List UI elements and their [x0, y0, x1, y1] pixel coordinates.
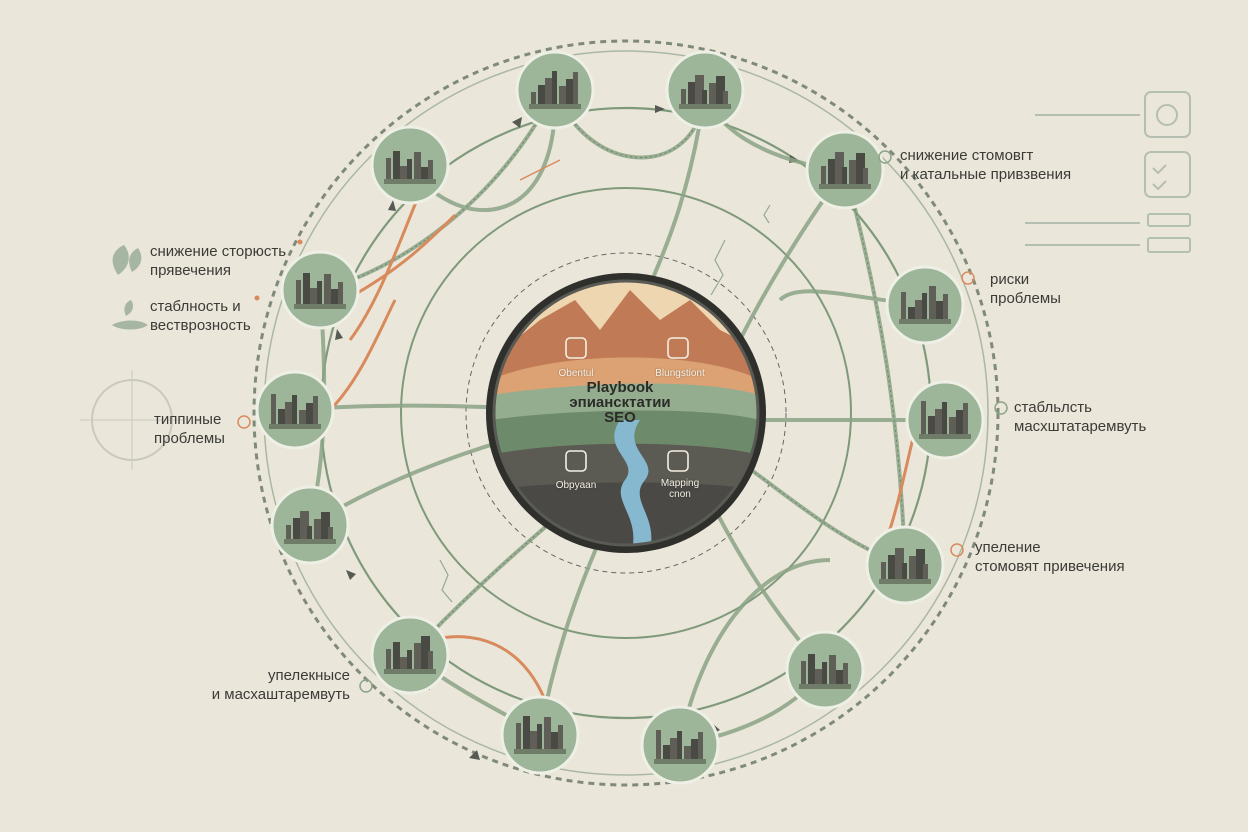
leaf-icon	[112, 245, 129, 275]
label-left-top-2: прявечения	[150, 262, 232, 279]
left-leaf-icons	[112, 245, 148, 330]
label-bottom-left: упелекнысе и масхаштаремвуть	[200, 666, 350, 704]
label-bottom-left-1: упелекнысе	[267, 667, 350, 684]
quadrant-label-1: Obentul	[558, 368, 594, 379]
playbook-title: Playbook	[586, 379, 654, 396]
label-risks-1: риски	[990, 271, 1030, 288]
quadrant-label-4: Mapping cnon	[640, 478, 720, 500]
label-typical: типпиные проблемы	[154, 410, 225, 448]
city-node	[500, 695, 580, 775]
label-left-top-1: снижение сторюсть	[150, 243, 287, 260]
city-node	[270, 485, 350, 565]
label-stability-1: стабльлсть	[1014, 399, 1092, 416]
playbook-subtitle: эпиансктатии	[569, 394, 671, 411]
label-stability: стабльлсть масхштатаремвуть	[1014, 398, 1146, 436]
label-update-2: стомовят привечения	[975, 558, 1125, 575]
label-top-right-1: снижение стомовгт	[900, 147, 1034, 164]
quadrant-label-3: Obpyaan	[555, 480, 597, 491]
alert-icon	[961, 271, 975, 285]
label-typical-2: проблемы	[154, 430, 225, 447]
city-nodes	[255, 50, 985, 785]
city-node	[255, 370, 335, 450]
city-node	[905, 380, 985, 460]
quadrant-label-4b: cnon	[669, 489, 691, 500]
quadrant-label-2: Blungstiont	[655, 368, 705, 379]
inner-ring	[400, 187, 852, 639]
stamp-icon	[667, 337, 689, 359]
label-left-mid: стаблность и вестврозность	[150, 297, 251, 335]
compass-icon	[1144, 91, 1191, 138]
city-node	[640, 705, 720, 785]
city-node	[515, 50, 595, 130]
left-side-compass	[80, 370, 184, 470]
label-bottom-left-2: и масхаштаремвуть	[211, 686, 350, 703]
alert-icons	[237, 239, 975, 557]
label-typical-1: типпиные	[154, 411, 222, 428]
stack-icon	[667, 450, 689, 472]
label-top-right: снижение стомовгт и катальные привзвения	[900, 146, 1071, 184]
quadrant-label-4a: Mapping	[660, 478, 700, 489]
tree-icon	[112, 320, 148, 330]
chip-icon	[565, 450, 587, 472]
label-risks-2: проблемы	[990, 290, 1061, 307]
city-node	[785, 630, 865, 710]
checklist-icon	[1144, 151, 1191, 198]
label-stability-2: масхштатаремвуть	[1014, 418, 1147, 435]
label-update-1: упеление	[975, 539, 1041, 556]
city-node	[885, 265, 965, 345]
label-update: упеление стомовят привечения	[975, 538, 1125, 576]
center-landscape	[486, 273, 766, 553]
center-title: Playbook эпиансктатии SEO	[540, 380, 700, 425]
city-node	[370, 615, 450, 695]
label-risks: риски проблемы	[990, 270, 1061, 308]
city-node	[280, 250, 360, 330]
right-side-icons	[1025, 91, 1191, 253]
playbook-seo: SEO	[604, 409, 636, 426]
label-left-mid-1: стаблность и	[150, 298, 241, 315]
center-icons	[565, 337, 689, 472]
city-node	[665, 50, 745, 130]
label-left-mid-2: вестврозность	[150, 317, 251, 334]
card-icon	[565, 337, 587, 359]
city-node	[865, 525, 945, 605]
label-top-right-2: и катальные привзвения	[900, 166, 1072, 183]
city-node	[805, 130, 885, 210]
city-node	[370, 125, 450, 205]
label-left-top: снижение сторюсть прявечения	[150, 242, 286, 280]
